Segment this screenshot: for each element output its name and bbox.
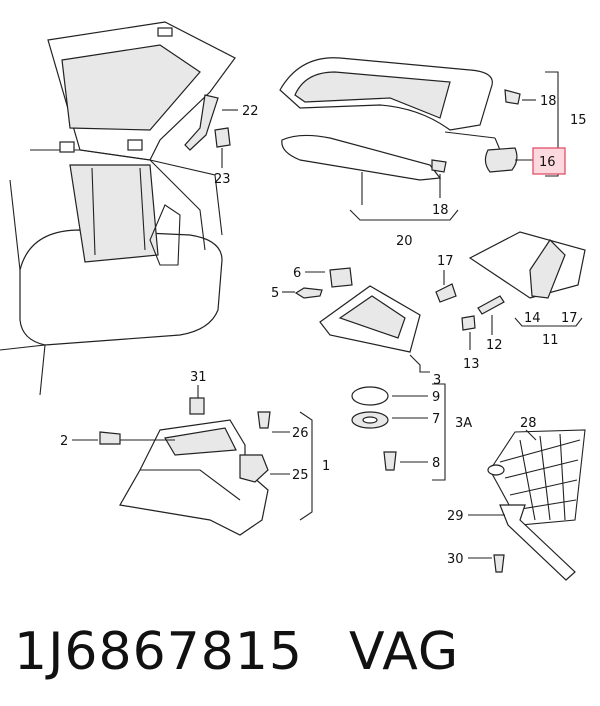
cap-13 bbox=[461, 315, 476, 331]
label-30: 30 bbox=[447, 552, 464, 567]
label-2: 2 bbox=[60, 434, 68, 449]
lamp-17 bbox=[435, 283, 457, 303]
clip-18-lower bbox=[431, 159, 447, 173]
label-17-lamp: 17 bbox=[437, 254, 454, 269]
screw-5 bbox=[294, 287, 323, 299]
label-14: 14 bbox=[524, 311, 541, 326]
cap-31 bbox=[189, 397, 205, 415]
label-3a: 3A bbox=[455, 416, 472, 431]
label-29: 29 bbox=[447, 509, 464, 524]
label-5: 5 bbox=[271, 286, 279, 301]
parts-diagram: 22 23 18 18 15 16 20 17 12 13 14 17 11 6… bbox=[0, 21, 587, 581]
car-rear-illustration bbox=[0, 21, 236, 396]
screw-8 bbox=[383, 451, 397, 471]
brand-name: VAG bbox=[349, 622, 460, 682]
screw-30 bbox=[493, 554, 505, 573]
ring-9 bbox=[351, 386, 389, 406]
label-6: 6 bbox=[293, 266, 301, 281]
cylinder-2 bbox=[99, 431, 121, 445]
parcel-shelf-lower bbox=[281, 134, 442, 181]
side-pocket-14 bbox=[468, 231, 586, 299]
bracket-6 bbox=[329, 267, 353, 288]
label-3: 3 bbox=[433, 373, 441, 388]
label-11: 11 bbox=[542, 333, 559, 348]
rail-29 bbox=[499, 504, 576, 581]
bolt-26 bbox=[257, 411, 271, 429]
label-20: 20 bbox=[396, 234, 413, 249]
shelf-holder-16 bbox=[484, 147, 518, 173]
trim-strip-22 bbox=[184, 94, 219, 151]
label-22: 22 bbox=[242, 104, 259, 119]
clip-23 bbox=[214, 127, 231, 148]
label-31: 31 bbox=[190, 370, 207, 385]
bolt-12 bbox=[477, 295, 505, 315]
label-26: 26 bbox=[292, 426, 309, 441]
label-17-pocket: 17 bbox=[561, 311, 578, 326]
label-9: 9 bbox=[432, 390, 440, 405]
label-12: 12 bbox=[486, 338, 503, 353]
label-16: 16 bbox=[539, 155, 556, 170]
label-7: 7 bbox=[432, 412, 440, 427]
clip-18-upper bbox=[504, 89, 521, 105]
highlight-box-16 bbox=[532, 147, 566, 175]
label-13: 13 bbox=[463, 357, 480, 372]
label-18-lower: 18 bbox=[432, 203, 449, 218]
hook-25 bbox=[239, 454, 269, 483]
label-23: 23 bbox=[214, 172, 231, 187]
label-8: 8 bbox=[432, 456, 440, 471]
footer: 1J6867815 VAG bbox=[14, 612, 459, 692]
part-number: 1J6867815 bbox=[14, 622, 304, 682]
label-28: 28 bbox=[520, 416, 537, 431]
label-25: 25 bbox=[292, 468, 309, 483]
label-1: 1 bbox=[322, 459, 330, 474]
label-15: 15 bbox=[570, 113, 587, 128]
label-18-upper: 18 bbox=[540, 94, 557, 109]
